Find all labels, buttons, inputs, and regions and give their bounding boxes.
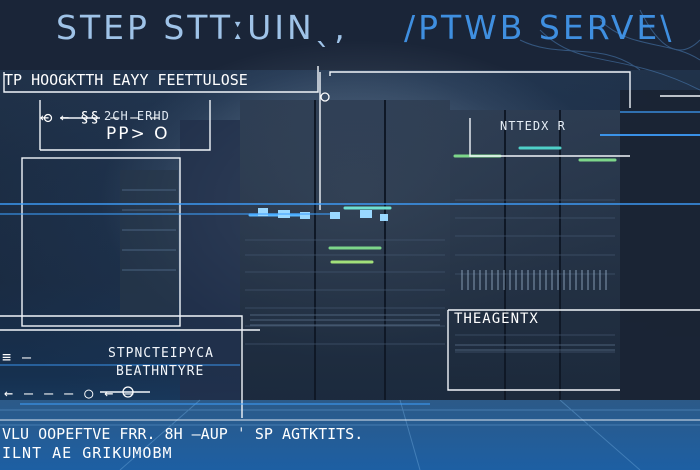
label-left-marker: ≡ — [2, 348, 33, 366]
title-right: ∕PTWB SERVE\ [404, 8, 675, 47]
title-left: STEP STTːUINˎ, [56, 8, 348, 47]
subtitle-line: TP HOOGKTTH EAYY FEETTULOSE [4, 71, 248, 89]
label-arrows: ← ← §§ — — — [40, 108, 161, 126]
blueprint-overlay [0, 66, 700, 421]
label-pp: PP> O [106, 124, 170, 144]
floor-lines [0, 399, 700, 470]
label-right-top: NTTEDX R [500, 119, 566, 133]
server-racks [120, 90, 700, 410]
label-mid-2: BEATHNTYRE [116, 364, 205, 379]
label-small-top: 2CH ERHD [104, 109, 170, 123]
floor [0, 400, 700, 470]
markers [43, 92, 330, 398]
label-mid-1: STPNCTEIPYCA [108, 346, 214, 361]
label-bottom-2: ILNT AE GRIKUMOBM [2, 444, 173, 462]
label-bottom-1: VLU OOPEFTVE FRR. 8H —AUP ˈ SP AGTKTITS. [2, 425, 364, 443]
glow-lines [0, 111, 700, 405]
cables [519, 9, 700, 91]
label-arrow-row: ← — — — ○ ← — [4, 384, 135, 402]
label-right-mid: THEAGENTX [454, 311, 539, 327]
